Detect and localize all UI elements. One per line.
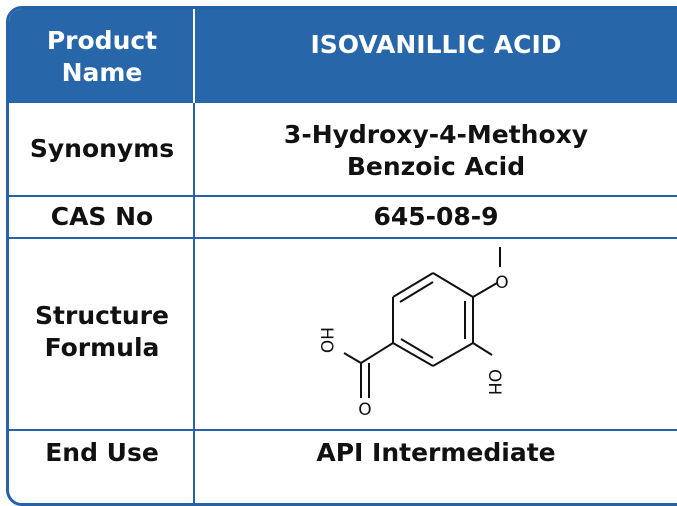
carbonyl-oxygen: O — [358, 400, 371, 420]
end-use-label: End Use — [45, 438, 159, 467]
row-divider-1 — [9, 195, 677, 197]
structure-label-line1: Structure — [35, 301, 169, 330]
acid-hydroxy-group: HO — [316, 327, 336, 353]
structure-label-line2: Formula — [44, 333, 160, 362]
structure-label: Structure Formula — [9, 300, 195, 364]
benzene-ring — [392, 272, 474, 367]
synonyms-value-line1: 3-Hydroxy-4-Methoxy — [283, 120, 589, 149]
cas-value: 645-08-9 — [373, 202, 499, 231]
header-label: Product Name — [9, 25, 195, 89]
cas-label: CAS No — [50, 202, 154, 231]
substituent-bonds — [343, 247, 501, 398]
header-label-line1: Product — [46, 26, 158, 55]
end-use-value: API Intermediate — [316, 438, 556, 467]
product-name: ISOVANILLIC ACID — [310, 30, 562, 59]
row-divider-2 — [9, 237, 677, 239]
synonyms-label: Synonyms — [29, 134, 175, 163]
structure-formula: O OH HO O — [316, 247, 509, 420]
header-column-divider — [193, 9, 195, 103]
synonyms-value-line2: Benzoic Acid — [346, 152, 526, 181]
methoxy-oxygen: O — [495, 273, 508, 293]
header-row: Product Name ISOVANILLIC ACID — [9, 9, 677, 103]
header-label-line2: Name — [61, 58, 143, 87]
row-divider-3 — [9, 429, 677, 431]
synonyms-value: 3-Hydroxy-4-Methoxy Benzoic Acid — [195, 119, 677, 183]
column-divider — [193, 9, 195, 503]
hydroxy-group: OH — [484, 369, 504, 395]
product-card: Product Name ISOVANILLIC ACID Synonyms 3… — [6, 6, 677, 506]
